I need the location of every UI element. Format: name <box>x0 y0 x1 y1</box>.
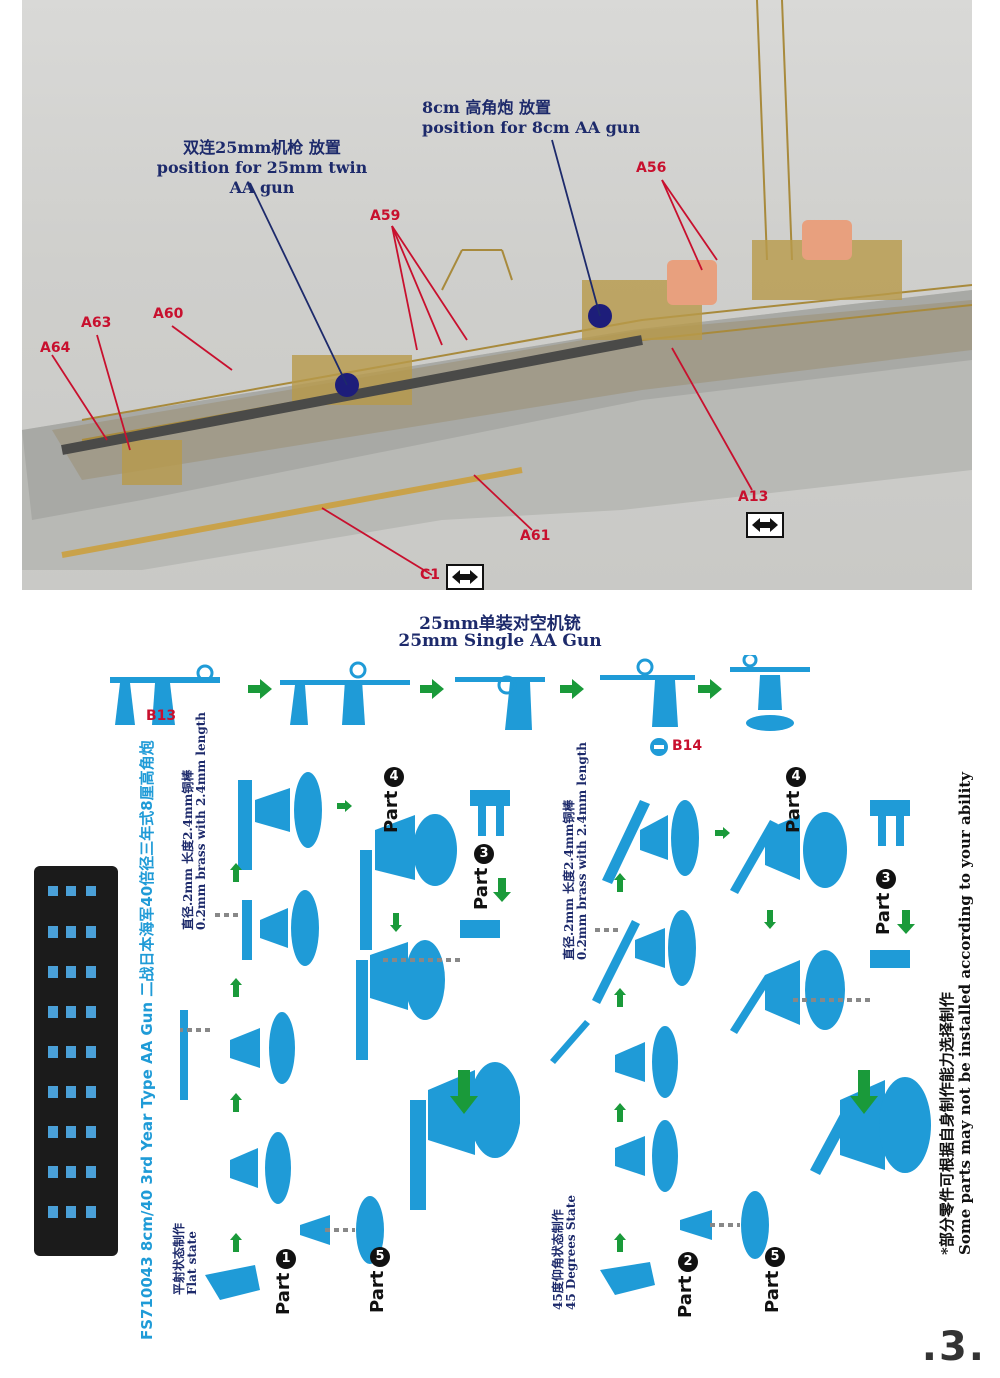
aa8cm-cn: 8cm 高角炮 放置 <box>422 98 551 117</box>
part5-label-left: Part 5 <box>367 1246 390 1313</box>
degrees-45-assembly-diagram <box>550 800 931 1295</box>
part3-label-right: Part 3 <box>873 868 896 935</box>
part-label-a56: A56 <box>636 160 667 176</box>
part1-label: Part 1 <box>273 1248 296 1315</box>
ship-model-photo: 双连25mm机枪 放置 position for 25mm twin AA gu… <box>22 0 972 590</box>
part-label-a61: A61 <box>520 528 551 544</box>
flat-state-caption: 平射状态制作 Flat state <box>172 1223 199 1295</box>
optional-parts-note-en: Some parts may not be installed accordin… <box>956 772 974 1255</box>
part5-text-left: Part <box>367 1270 388 1313</box>
ship-hull-drawing <box>22 0 972 576</box>
part-label-b14: B14 <box>672 738 703 754</box>
part5-text-right: Part <box>762 1270 783 1313</box>
part4-label-left: Part 4 <box>381 766 404 833</box>
part-label-a59: A59 <box>370 208 401 224</box>
part5-number-left: 5 <box>370 1246 390 1267</box>
b14-part-icon <box>650 738 668 756</box>
twin-aa-caption: 双连25mm机枪 放置 position for 25mm twin AA gu… <box>142 138 382 198</box>
part3-text-right: Part <box>873 892 894 935</box>
photo-etch-fret-image <box>34 866 118 1256</box>
left-brass-note-en: 0.2mm brass with 2.4mm length <box>194 712 208 930</box>
part4-text-left: Part <box>381 790 402 833</box>
part4-label-right: Part 4 <box>783 766 806 833</box>
part2-number: 2 <box>678 1251 698 1272</box>
part5-number-right: 5 <box>765 1246 785 1267</box>
part5-label-right: Part 5 <box>762 1246 785 1313</box>
part3-text-left: Part <box>471 867 492 910</box>
twin-aa-en: position for 25mm twin AA gun <box>156 158 368 197</box>
flat-state-en: Flat state <box>185 1231 199 1295</box>
part3-number-right: 3 <box>876 868 896 889</box>
right-brass-note: 直径.2mm 长度2.4mm铜棒 0.2mm brass with 2.4mm … <box>562 742 589 960</box>
left-vertical-title: FS710043 8cm/40 3rd Year Type AA Gun 二战日… <box>138 740 156 1340</box>
part-label-a13: A13 <box>738 489 769 505</box>
aa8cm-en: position for 8cm AA gun <box>422 118 641 137</box>
flat-state-assembly-diagram <box>180 772 520 1300</box>
reversible-part-icon <box>746 512 784 538</box>
part-label-b13: B13 <box>146 708 177 724</box>
twin-aa-cn: 双连25mm机枪 放置 <box>183 138 341 157</box>
optional-parts-note-cn: *部分零件可根据自身制作能力选择制作 <box>938 992 956 1255</box>
reversible-part-icon <box>446 564 484 590</box>
degrees-45-caption: 45度仰角状态制作 45 Degrees State <box>551 1195 578 1310</box>
part-label-a63: A63 <box>81 315 112 331</box>
single-gun-title-en: 25mm Single AA Gun <box>398 631 602 651</box>
part4-number-right: 4 <box>786 766 806 787</box>
part3-label-left: Part 3 <box>471 843 494 910</box>
part4-text-right: Part <box>783 790 804 833</box>
left-brass-note: 直径.2mm 长度2.4mm铜棒 0.2mm brass with 2.4mm … <box>181 712 208 930</box>
single-gun-assembly-sequence <box>110 655 810 731</box>
aa8cm-caption: 8cm 高角炮 放置 position for 8cm AA gun <box>422 98 640 138</box>
part2-text: Part <box>675 1275 696 1318</box>
optional-parts-note: *部分零件可根据自身制作能力选择制作 Some parts may not be… <box>938 772 974 1255</box>
part2-label: Part 2 <box>675 1251 698 1318</box>
part-label-c1: C1 <box>420 567 441 583</box>
part-label-a64: A64 <box>40 340 71 356</box>
single-gun-title-cn: 25mm单装对空机铳 <box>419 614 581 634</box>
part-label-a60: A60 <box>153 306 184 322</box>
part3-number-left: 3 <box>474 843 494 864</box>
part1-number: 1 <box>276 1248 296 1269</box>
right-brass-note-en: 0.2mm brass with 2.4mm length <box>575 742 589 960</box>
degrees-45-en: 45 Degrees State <box>564 1195 578 1310</box>
part1-text: Part <box>273 1272 294 1315</box>
page-number: .3. <box>921 1324 986 1370</box>
part4-number-left: 4 <box>384 766 404 787</box>
